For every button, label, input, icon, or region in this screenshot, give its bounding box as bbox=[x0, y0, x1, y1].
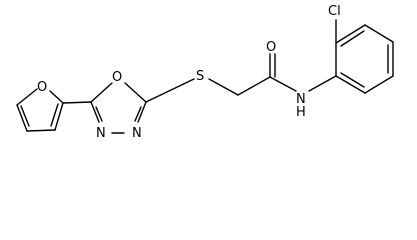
bond bbox=[208, 78, 239, 96]
bond bbox=[134, 106, 142, 122]
bond bbox=[54, 102, 64, 131]
furan-ring bbox=[16, 88, 64, 132]
oxadiazole-oxygen-label: O bbox=[112, 70, 122, 85]
bond bbox=[145, 78, 195, 103]
amide-hydrogen-label: H bbox=[296, 105, 306, 120]
bond bbox=[335, 24, 366, 44]
bond bbox=[49, 90, 64, 104]
sulfur-label: S bbox=[196, 69, 204, 84]
bond bbox=[50, 103, 59, 127]
oxadiazole-nitrogen-label-2: N bbox=[132, 126, 142, 141]
bond bbox=[90, 82, 113, 103]
oxadiazole-nitrogen-label-1: N bbox=[96, 126, 106, 141]
bond bbox=[26, 129, 56, 132]
bond bbox=[340, 72, 365, 88]
bond bbox=[340, 30, 365, 47]
oxadiazole-ring bbox=[90, 82, 147, 134]
bond bbox=[308, 75, 337, 92]
carbonyl-oxygen-label: O bbox=[266, 40, 276, 55]
bond bbox=[16, 88, 38, 106]
bond bbox=[90, 101, 100, 123]
molecule-structure: O O N N S O N H Cl bbox=[16, 4, 394, 141]
bond bbox=[335, 75, 366, 94]
bond bbox=[269, 76, 297, 92]
bond bbox=[137, 101, 147, 123]
bond bbox=[364, 24, 394, 43]
bond bbox=[62, 101, 92, 104]
furan-oxygen-label: O bbox=[37, 80, 47, 95]
bond bbox=[16, 104, 28, 132]
chlorine-label: Cl bbox=[328, 4, 341, 19]
bond bbox=[20, 105, 30, 127]
benzene-ring bbox=[335, 24, 394, 94]
amide-nitrogen-label: N bbox=[296, 92, 306, 107]
bond bbox=[124, 82, 147, 103]
bond bbox=[237, 76, 271, 96]
bond bbox=[364, 75, 394, 94]
bond bbox=[95, 106, 103, 122]
